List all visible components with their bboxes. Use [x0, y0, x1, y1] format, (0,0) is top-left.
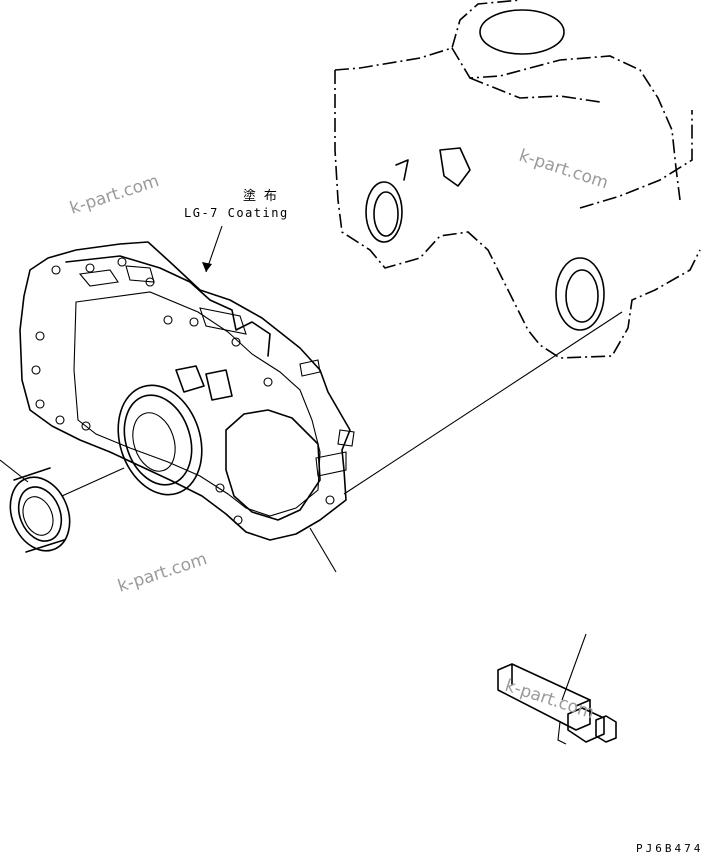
- watermark-text: k-part.com: [516, 146, 610, 194]
- coating-label: LG-7 Coating: [184, 206, 289, 220]
- engine-block-outline: [334, 0, 701, 359]
- oil-seal: [9, 467, 71, 553]
- watermark-text: k-part.com: [115, 549, 209, 597]
- leader-lines: [0, 225, 623, 701]
- front-cover: [19, 241, 355, 541]
- drawing-code: PJ6B474: [636, 842, 703, 855]
- coating-kanji: 塗 布: [243, 188, 277, 204]
- watermark-text: k-part.com: [67, 171, 161, 219]
- sensor-plug: [497, 663, 617, 745]
